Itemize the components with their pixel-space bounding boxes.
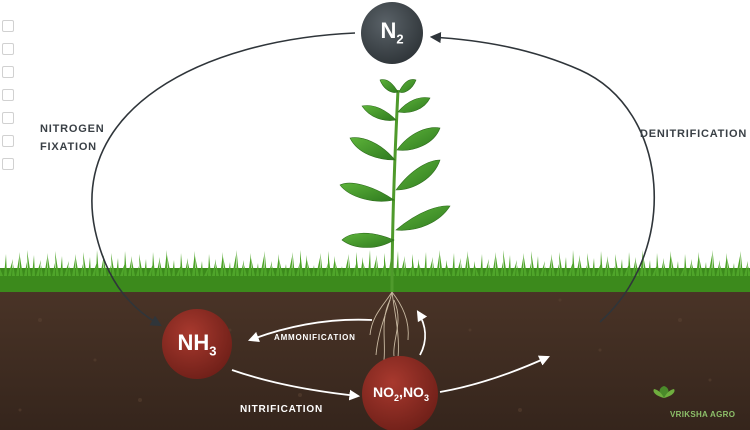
soil-texture xyxy=(18,298,712,412)
ammonification-arrow xyxy=(247,318,373,343)
nh3-node xyxy=(162,309,232,379)
denitrification-arrow xyxy=(429,31,655,323)
side-icon xyxy=(2,66,14,78)
logo-text: VRIKSHA AGRO xyxy=(670,410,736,419)
no2-no3-node xyxy=(362,356,438,430)
nitrogen-fixation-line2: FIXATION xyxy=(40,141,97,153)
plant xyxy=(339,79,451,293)
nitrogen-fixation-arrow xyxy=(91,32,356,327)
side-icon xyxy=(2,89,14,101)
side-icon-strip xyxy=(2,20,14,181)
no2-no3-label: NO2,NO3 xyxy=(373,384,429,403)
n2-label: N2 xyxy=(380,18,404,47)
uptake-arrow xyxy=(416,310,428,356)
side-icon xyxy=(2,20,14,32)
denitrification-label: DENITRIFICATION xyxy=(640,128,748,140)
side-icon xyxy=(2,135,14,147)
nitrification-label: NITRIFICATION xyxy=(240,404,323,415)
logo-leaf-icon xyxy=(653,386,675,398)
plant-roots xyxy=(369,291,409,361)
soil-to-air-arrow xyxy=(439,355,550,393)
grass-layer xyxy=(0,250,750,292)
side-icon xyxy=(2,158,14,170)
nitrogen-fixation-line1: NITROGEN xyxy=(40,123,105,135)
nh3-label: NH3 xyxy=(177,330,217,359)
nitrification-arrow xyxy=(231,369,361,401)
nitrogen-fixation-label: NITROGEN FIXATION xyxy=(40,120,104,156)
side-icon xyxy=(2,43,14,55)
n2-node xyxy=(361,2,423,64)
side-icon xyxy=(2,112,14,124)
ammonification-label: AMMONIFICATION xyxy=(274,333,356,342)
